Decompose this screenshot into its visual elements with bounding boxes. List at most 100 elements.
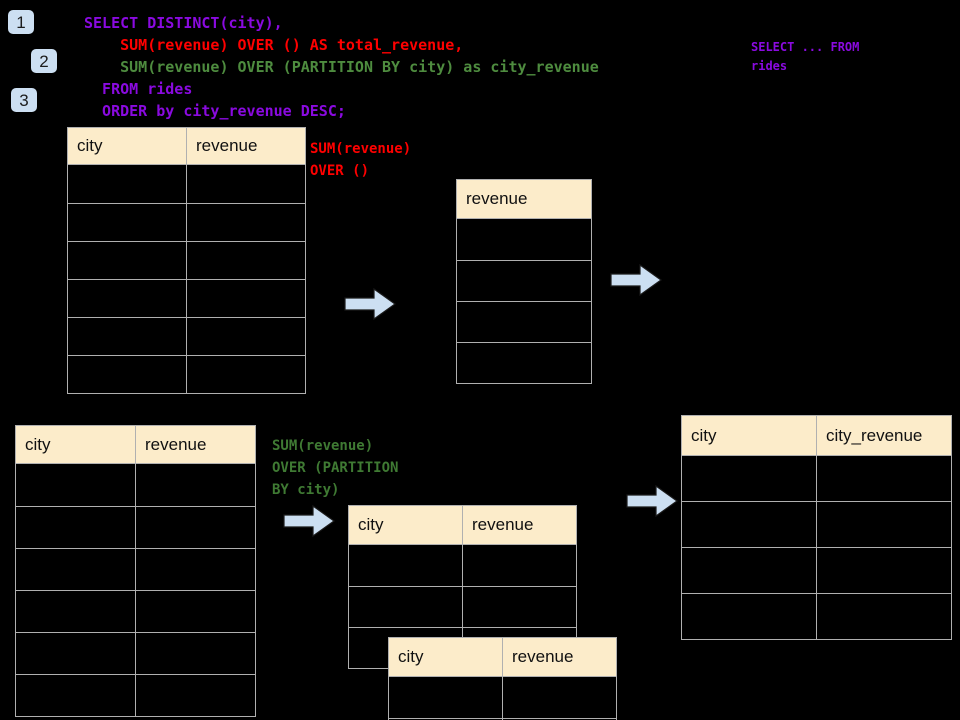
table-row xyxy=(681,501,952,548)
arrow-partition-to-result-icon xyxy=(626,485,678,517)
table-row xyxy=(15,463,256,507)
table-row xyxy=(681,547,952,594)
column-header-revenue: revenue xyxy=(462,505,577,545)
table-row xyxy=(15,674,256,717)
step-badge-2: 2 xyxy=(31,49,57,73)
column-header-city: city xyxy=(388,637,503,677)
cell-city xyxy=(348,586,463,628)
table-header-row: city revenue xyxy=(15,425,256,464)
annotation-city-revenue-line-1: SUM(revenue) xyxy=(272,438,374,454)
table-row xyxy=(348,586,577,628)
cell-revenue xyxy=(135,632,256,675)
side-note-line-1: SELECT ... FROM xyxy=(751,40,860,54)
cell-city-revenue xyxy=(816,501,952,548)
table-header-row: city city_revenue xyxy=(681,415,952,456)
cell-city xyxy=(681,455,817,502)
table-row xyxy=(348,544,577,587)
cell-city xyxy=(15,463,136,507)
cell-city xyxy=(388,676,503,719)
table-row xyxy=(67,317,306,356)
cell-revenue xyxy=(456,301,592,343)
cell-revenue xyxy=(502,676,617,719)
cell-city xyxy=(67,355,187,394)
table-row xyxy=(67,279,306,318)
annotation-city-revenue-line-2: OVER (PARTITION xyxy=(272,460,399,476)
column-header-city: city xyxy=(15,425,136,464)
arrow-source-to-partition-icon xyxy=(283,505,335,537)
arrow-total-to-result-icon xyxy=(610,264,662,296)
table-header-row: city revenue xyxy=(388,637,617,677)
cell-city xyxy=(681,547,817,594)
cell-revenue xyxy=(456,260,592,302)
column-header-city: city xyxy=(67,127,187,165)
cell-city xyxy=(681,501,817,548)
cell-revenue xyxy=(456,342,592,384)
arrow-source-to-total-icon xyxy=(344,288,396,320)
table-row xyxy=(388,676,617,719)
cell-revenue xyxy=(135,674,256,717)
step-badge-1: 1 xyxy=(8,10,34,34)
cell-city xyxy=(15,548,136,591)
table-header-row: city revenue xyxy=(67,127,306,165)
table-header-row: city revenue xyxy=(348,505,577,545)
annotation-total-revenue-line-2: OVER () xyxy=(310,163,370,179)
cell-city xyxy=(681,593,817,640)
sql-line-from: FROM rides xyxy=(84,80,193,98)
table-row xyxy=(15,632,256,675)
cell-revenue xyxy=(135,463,256,507)
cell-revenue xyxy=(135,506,256,549)
cell-revenue xyxy=(186,203,306,242)
cell-revenue xyxy=(135,590,256,633)
column-header-city: city xyxy=(681,415,817,456)
annotation-total-revenue-line-1: SUM(revenue) xyxy=(310,141,412,157)
table-row xyxy=(15,548,256,591)
table-source-top: city revenue xyxy=(67,127,306,394)
cell-city xyxy=(67,279,187,318)
cell-city-revenue xyxy=(816,455,952,502)
cell-revenue xyxy=(456,218,592,261)
table-row xyxy=(681,593,952,640)
cell-revenue xyxy=(186,317,306,356)
column-header-city: city xyxy=(348,505,463,545)
cell-revenue xyxy=(186,279,306,318)
cell-city xyxy=(15,506,136,549)
table-header-row: revenue xyxy=(456,179,592,219)
cell-revenue xyxy=(186,164,306,204)
table-row xyxy=(456,260,592,302)
cell-city xyxy=(15,590,136,633)
cell-city xyxy=(15,674,136,717)
cell-city xyxy=(67,317,187,356)
table-total-revenue: revenue xyxy=(456,179,592,384)
table-row xyxy=(456,218,592,261)
cell-revenue xyxy=(186,241,306,280)
table-result: city city_revenue xyxy=(681,415,952,640)
side-note-line-2: rides xyxy=(751,59,788,73)
table-row xyxy=(67,164,306,204)
column-header-revenue: revenue xyxy=(502,637,617,677)
table-row xyxy=(456,342,592,384)
table-row xyxy=(67,203,306,242)
table-source-bottom: city revenue xyxy=(15,425,256,717)
table-row xyxy=(67,355,306,394)
column-header-revenue: revenue xyxy=(135,425,256,464)
table-row xyxy=(15,506,256,549)
column-header-revenue: revenue xyxy=(456,179,592,219)
cell-city xyxy=(15,632,136,675)
cell-revenue xyxy=(462,586,577,628)
table-row xyxy=(15,590,256,633)
cell-revenue xyxy=(462,544,577,587)
cell-revenue xyxy=(502,718,617,720)
column-header-revenue: revenue xyxy=(186,127,306,165)
cell-city xyxy=(67,241,187,280)
sql-line-city-revenue: SUM(revenue) OVER (PARTITION BY city) as… xyxy=(84,58,599,76)
sql-line-order-by: ORDER by city_revenue DESC; xyxy=(84,102,346,120)
table-partition-front: city revenue xyxy=(388,637,617,720)
table-row xyxy=(388,718,617,720)
cell-revenue xyxy=(186,355,306,394)
cell-revenue xyxy=(135,548,256,591)
sql-line-total-revenue: SUM(revenue) OVER () AS total_revenue, xyxy=(84,36,464,54)
cell-city xyxy=(67,164,187,204)
table-row xyxy=(681,455,952,502)
cell-city xyxy=(67,203,187,242)
